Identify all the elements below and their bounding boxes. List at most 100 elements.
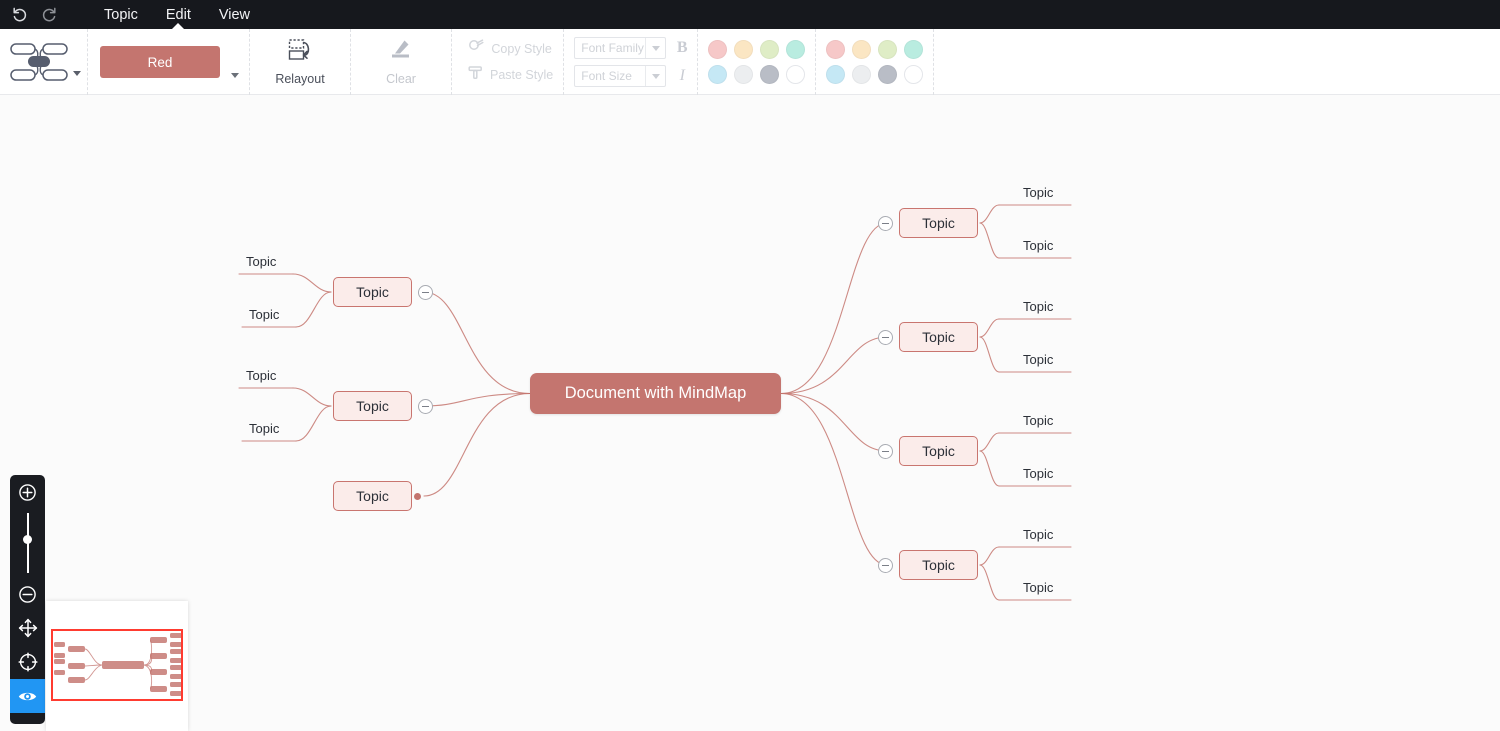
- zoom-out-icon[interactable]: [10, 577, 45, 611]
- zoom-slider-knob[interactable]: [23, 535, 32, 544]
- sub-node-4-0[interactable]: Topic: [1023, 299, 1054, 314]
- fill-swatch-2[interactable]: [760, 40, 780, 59]
- font-size-select[interactable]: Font Size: [574, 65, 667, 87]
- fill-swatch-3[interactable]: [786, 40, 806, 59]
- italic-button[interactable]: I: [679, 67, 685, 84]
- sub-node-1-1[interactable]: Topic: [249, 421, 280, 436]
- sub-node-0-0[interactable]: Topic: [246, 254, 277, 269]
- fill-swatch-1[interactable]: [734, 40, 754, 59]
- font-family-value: Font Family: [581, 41, 644, 55]
- bold-button[interactable]: B: [676, 39, 688, 56]
- border-swatch-row-2: [826, 65, 924, 84]
- layout-dropdown-caret-icon[interactable]: [73, 70, 81, 76]
- branch-node-label: Topic: [922, 557, 955, 573]
- clear-button[interactable]: Clear: [369, 38, 433, 86]
- menu-item-edit[interactable]: Edit: [152, 0, 205, 29]
- root-node-label: Document with MindMap: [564, 384, 747, 402]
- clear-label: Clear: [386, 72, 416, 86]
- collapse-toggle-5[interactable]: [878, 443, 893, 459]
- branch-node-label: Topic: [356, 488, 389, 504]
- theme-button-label: Red: [147, 54, 173, 70]
- theme-dropdown-caret-icon[interactable]: [231, 72, 239, 78]
- eye-visibility-icon[interactable]: [10, 679, 45, 713]
- fill-swatch-1[interactable]: [734, 65, 754, 84]
- font-size-caret-icon[interactable]: [645, 66, 665, 86]
- branch-node-label: Topic: [922, 215, 955, 231]
- menu-item-edit-label: Edit: [165, 6, 191, 23]
- branch-node-2[interactable]: Topic: [333, 481, 412, 511]
- fill-swatch-row-2: [708, 65, 806, 84]
- root-node[interactable]: Document with MindMap: [530, 373, 781, 414]
- paste-style-label: Paste Style: [490, 68, 554, 82]
- fill-color-swatches: [698, 29, 817, 95]
- border-swatch-3[interactable]: [904, 40, 924, 59]
- redo-icon[interactable]: [34, 0, 64, 29]
- branch-node-1[interactable]: Topic: [333, 391, 412, 421]
- copy-style-button[interactable]: Copy Style: [465, 39, 552, 59]
- sub-node-5-1[interactable]: Topic: [1023, 466, 1054, 481]
- minus-icon: [422, 405, 429, 407]
- ribbon-filler: [934, 29, 1500, 95]
- pan-move-icon[interactable]: [10, 611, 45, 645]
- sub-node-6-1[interactable]: Topic: [1023, 580, 1054, 595]
- style-group: Copy Style Paste Style: [452, 29, 565, 95]
- fill-swatch-3[interactable]: [786, 65, 806, 84]
- font-family-select[interactable]: Font Family: [574, 37, 667, 59]
- collapse-toggle-3[interactable]: [878, 215, 893, 231]
- collapse-toggle-6[interactable]: [878, 557, 893, 573]
- clear-brush-icon: [388, 38, 414, 67]
- border-swatch-1[interactable]: [852, 40, 872, 59]
- branch-node-label: Topic: [922, 443, 955, 459]
- theme-button-red[interactable]: Red: [100, 46, 220, 78]
- zoom-slider[interactable]: [10, 509, 45, 577]
- zoom-in-icon[interactable]: [10, 475, 45, 509]
- minimap-preview: [51, 629, 183, 701]
- font-family-caret-icon[interactable]: [645, 38, 665, 58]
- branch-node-3[interactable]: Topic: [899, 208, 978, 238]
- copy-style-icon: [469, 39, 484, 59]
- sub-node-3-0[interactable]: Topic: [1023, 185, 1054, 200]
- relayout-label: Relayout: [275, 72, 325, 86]
- collapse-toggle-4[interactable]: [878, 329, 893, 345]
- menu-item-topic[interactable]: Topic: [90, 0, 152, 29]
- sub-node-4-1[interactable]: Topic: [1023, 352, 1054, 367]
- branch-node-4[interactable]: Topic: [899, 322, 978, 352]
- border-swatch-3[interactable]: [904, 65, 924, 84]
- minimap-panel[interactable]: [46, 601, 188, 731]
- center-target-icon[interactable]: [10, 645, 45, 679]
- minus-icon: [882, 336, 889, 338]
- zoom-toolbar: [10, 475, 45, 724]
- zoom-toolbar-tail: [10, 713, 45, 724]
- fill-swatch-0[interactable]: [708, 40, 728, 59]
- mindmap-layout-icon[interactable]: [8, 37, 70, 87]
- leaf-dot-2: [414, 492, 421, 500]
- sub-node-6-0[interactable]: Topic: [1023, 527, 1054, 542]
- border-swatch-0[interactable]: [826, 40, 846, 59]
- sub-node-1-0[interactable]: Topic: [246, 368, 277, 383]
- menu-item-view[interactable]: View: [205, 0, 264, 29]
- paste-style-button[interactable]: Paste Style: [464, 65, 553, 85]
- branch-node-label: Topic: [922, 329, 955, 345]
- border-swatch-0[interactable]: [826, 65, 846, 84]
- branch-node-5[interactable]: Topic: [899, 436, 978, 466]
- sub-node-5-0[interactable]: Topic: [1023, 413, 1054, 428]
- border-swatch-1[interactable]: [852, 65, 872, 84]
- branch-node-0[interactable]: Topic: [333, 277, 412, 307]
- branch-node-6[interactable]: Topic: [899, 550, 978, 580]
- relayout-icon: [287, 38, 314, 67]
- fill-swatch-2[interactable]: [760, 65, 780, 84]
- relayout-button[interactable]: Relayout: [268, 38, 332, 86]
- relayout-group: Relayout: [250, 29, 351, 95]
- undo-icon[interactable]: [4, 0, 34, 29]
- sub-node-0-1[interactable]: Topic: [249, 307, 280, 322]
- fill-swatch-0[interactable]: [708, 65, 728, 84]
- border-swatch-2[interactable]: [878, 40, 898, 59]
- branch-node-label: Topic: [356, 398, 389, 414]
- collapse-toggle-1[interactable]: [418, 398, 433, 414]
- sub-node-3-1[interactable]: Topic: [1023, 238, 1054, 253]
- border-swatch-2[interactable]: [878, 65, 898, 84]
- collapse-toggle-0[interactable]: [418, 284, 433, 300]
- border-swatch-row-1: [826, 40, 924, 59]
